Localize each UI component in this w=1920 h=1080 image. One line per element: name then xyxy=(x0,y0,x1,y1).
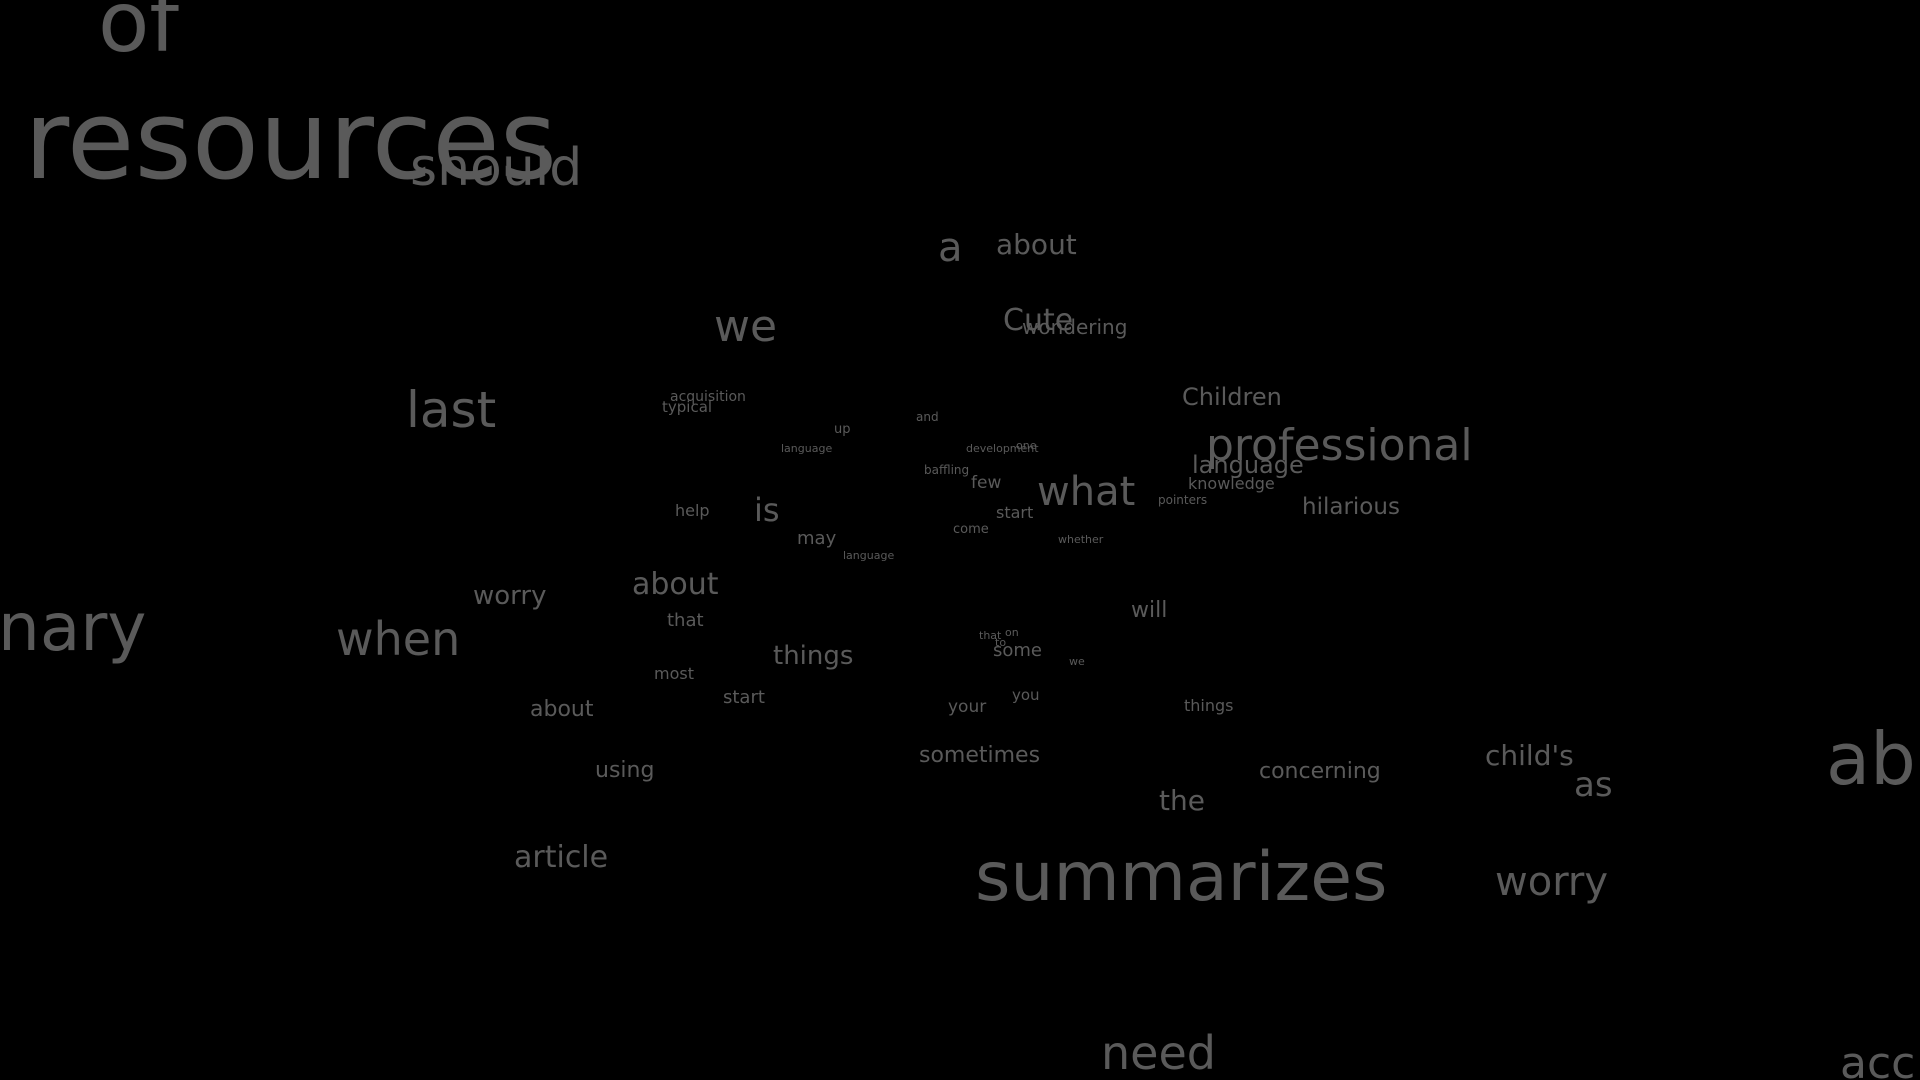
floating-word: article xyxy=(514,840,609,875)
floating-word: to xyxy=(995,636,1007,649)
floating-word: most xyxy=(654,664,694,683)
floating-word: as xyxy=(1574,765,1613,805)
floating-word: Children xyxy=(1182,383,1282,411)
floating-word: we xyxy=(714,301,778,352)
floating-word: is xyxy=(754,491,780,529)
floating-word: some xyxy=(993,640,1042,661)
floating-word: resources xyxy=(24,76,558,204)
floating-word: language xyxy=(781,442,833,455)
floating-word: start xyxy=(723,687,765,708)
floating-word: about xyxy=(632,567,719,602)
floating-word: wondering xyxy=(1022,315,1128,339)
floating-word: you xyxy=(1012,686,1040,704)
floating-word: your xyxy=(948,697,987,717)
floating-word: worry xyxy=(1495,859,1609,905)
floating-word: the xyxy=(1159,784,1205,817)
floating-word: baffling xyxy=(924,463,970,477)
floating-word: come xyxy=(953,522,989,537)
floating-word: professional xyxy=(1206,420,1473,471)
floating-word: sometimes xyxy=(919,743,1041,768)
floating-word: one xyxy=(1016,439,1037,452)
floating-word: of xyxy=(98,0,179,71)
floating-word: and xyxy=(916,410,939,424)
floating-word: development xyxy=(966,442,1039,455)
floating-word: that xyxy=(667,610,704,631)
floating-word: things xyxy=(1184,696,1234,715)
floating-word: concerning xyxy=(1259,759,1381,784)
floating-word: when xyxy=(336,612,461,666)
floating-word: using xyxy=(595,758,655,783)
floating-word: things xyxy=(773,641,854,671)
floating-word: may xyxy=(797,528,837,549)
floating-word: what xyxy=(1037,469,1136,515)
floating-word: knowledge xyxy=(1188,474,1275,493)
floating-word: last xyxy=(406,381,497,439)
floating-word: ab xyxy=(1826,717,1916,801)
floating-word: that xyxy=(979,629,1002,642)
floating-word: help xyxy=(675,501,710,520)
floating-word: pointers xyxy=(1158,493,1208,507)
floating-word: language xyxy=(843,549,895,562)
floating-word: should xyxy=(410,138,583,198)
floating-word: whether xyxy=(1058,533,1104,546)
floating-word: language xyxy=(1192,451,1304,479)
floating-word: typical xyxy=(662,398,713,416)
floating-word: few xyxy=(971,473,1002,493)
floating-word: will xyxy=(1131,598,1168,623)
floating-word: about xyxy=(530,697,594,722)
floating-word: acc xyxy=(1840,1038,1916,1080)
floating-word: on xyxy=(1005,626,1019,639)
floating-word: we xyxy=(1069,655,1085,668)
floating-word: child's xyxy=(1485,739,1574,772)
floating-word: up xyxy=(834,422,851,437)
floating-word: nary xyxy=(0,589,147,666)
floating-word: worry xyxy=(473,581,547,611)
floating-word: need xyxy=(1101,1026,1216,1080)
floating-word: hilarious xyxy=(1302,494,1400,520)
floating-word: a xyxy=(938,225,963,271)
floating-word: summarizes xyxy=(975,838,1388,917)
floating-word: about xyxy=(996,228,1077,261)
floating-word: Cute xyxy=(1003,303,1074,338)
floating-word: start xyxy=(996,503,1034,522)
floating-word: acquisition xyxy=(670,389,746,405)
